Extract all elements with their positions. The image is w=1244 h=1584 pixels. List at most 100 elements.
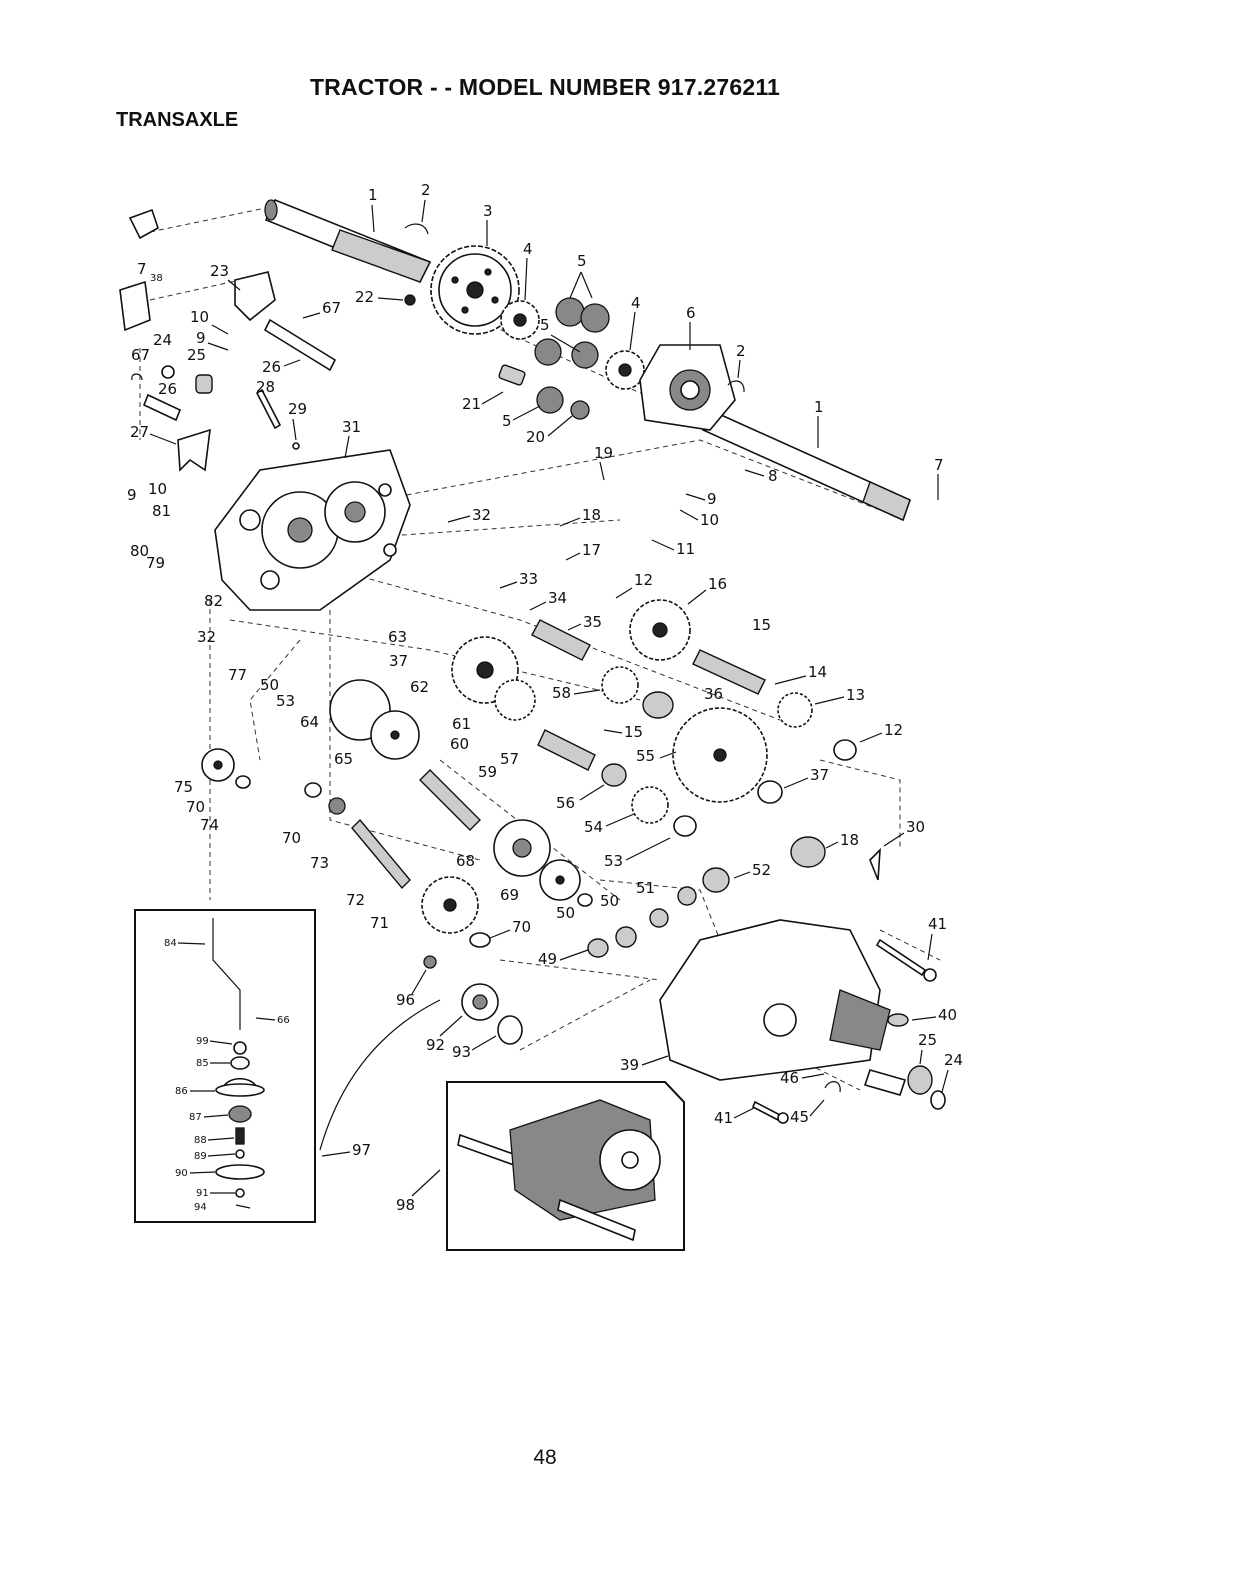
callout-92: 92	[426, 1036, 445, 1054]
callout-2: 2	[736, 342, 746, 360]
callout-96: 96	[396, 991, 415, 1009]
axle-shaft-right	[701, 408, 911, 522]
callout-53: 53	[276, 692, 295, 710]
callout-24: 24	[944, 1051, 963, 1069]
callout-82: 82	[204, 592, 223, 610]
callout-5: 5	[577, 252, 587, 270]
callout-9: 9	[196, 329, 206, 347]
callout-71: 71	[370, 914, 389, 932]
callout-7: 7	[137, 260, 147, 278]
inset-shift-lever-box	[134, 909, 316, 1223]
callout-11: 11	[676, 540, 695, 558]
callout-1: 1	[814, 398, 824, 416]
callout-46: 46	[780, 1069, 799, 1087]
callout-29: 29	[288, 400, 307, 418]
callout-37: 37	[389, 652, 408, 670]
callout-50: 50	[600, 892, 619, 910]
callout-53: 53	[604, 852, 623, 870]
callout-54: 54	[584, 818, 603, 836]
case-half-31	[214, 449, 411, 611]
callout-25: 25	[918, 1031, 937, 1049]
callout-55: 55	[636, 747, 655, 765]
callout-37: 37	[810, 766, 829, 784]
callout-60: 60	[450, 735, 469, 753]
callout-65: 65	[334, 750, 353, 768]
callout-49: 49	[538, 950, 557, 968]
callout-52: 52	[752, 861, 771, 879]
callout-77: 77	[228, 666, 247, 684]
callout-38: 38	[150, 273, 163, 284]
case-half-39	[659, 919, 946, 1110]
callout-18: 18	[840, 831, 859, 849]
callout-14: 14	[808, 663, 827, 681]
callout-13: 13	[846, 686, 865, 704]
inset-callout-99: 99	[196, 1036, 209, 1047]
callout-56: 56	[556, 794, 575, 812]
gear-4-lower	[605, 350, 645, 390]
callout-35: 35	[583, 613, 602, 631]
callout-40: 40	[938, 1006, 957, 1024]
inset-callout-87: 87	[189, 1112, 202, 1123]
callout-39: 39	[620, 1056, 639, 1074]
callout-64: 64	[300, 713, 319, 731]
callout-5: 5	[502, 412, 512, 430]
callout-97: 97	[352, 1141, 371, 1159]
callout-26: 26	[262, 358, 281, 376]
callout-50: 50	[260, 676, 279, 694]
callout-12: 12	[884, 721, 903, 739]
callout-15: 15	[624, 723, 643, 741]
callout-41: 41	[928, 915, 947, 933]
callout-20: 20	[526, 428, 545, 446]
callout-32: 32	[197, 628, 216, 646]
shaft-parts-middle	[201, 599, 857, 958]
inset-callout-91: 91	[196, 1188, 209, 1199]
callout-26: 26	[158, 380, 177, 398]
axle-shaft-upper	[264, 198, 432, 284]
callout-73: 73	[310, 854, 329, 872]
callout-93: 93	[452, 1043, 471, 1061]
callout-24: 24	[153, 331, 172, 349]
assembly-guide-lines	[139, 204, 941, 1091]
inset-callout-85: 85	[196, 1058, 209, 1069]
callout-5: 5	[540, 316, 550, 334]
callout-labels: 1 2 3 4 5 5 4 6 2 1 7 38 23 22 67 10 9 2…	[127, 181, 963, 1214]
callout-3: 3	[483, 202, 493, 220]
callout-58: 58	[552, 684, 571, 702]
callout-72: 72	[346, 891, 365, 909]
callout-51: 51	[636, 879, 655, 897]
callout-19: 19	[594, 444, 613, 462]
callout-33: 33	[519, 570, 538, 588]
inset-callout-66: 66	[277, 1015, 290, 1026]
shift-parts-left	[119, 208, 337, 472]
callout-62: 62	[410, 678, 429, 696]
hardware-lower	[319, 847, 937, 1151]
callout-9: 9	[127, 486, 137, 504]
callout-61: 61	[452, 715, 471, 733]
callout-30: 30	[906, 818, 925, 836]
callout-21: 21	[462, 395, 481, 413]
callout-81: 81	[152, 502, 171, 520]
callout-4: 4	[631, 294, 641, 312]
callout-10: 10	[148, 480, 167, 498]
callout-67: 67	[322, 299, 341, 317]
callout-15: 15	[752, 616, 771, 634]
inset-transaxle-assembly-box	[446, 1081, 685, 1251]
callout-45: 45	[790, 1108, 809, 1126]
callout-74: 74	[200, 816, 219, 834]
callout-32: 32	[472, 506, 491, 524]
callout-36: 36	[704, 685, 723, 703]
callout-69: 69	[500, 886, 519, 904]
page-title: TRACTOR - - MODEL NUMBER 917.276211	[309, 74, 781, 100]
callout-70: 70	[282, 829, 301, 847]
callout-34: 34	[548, 589, 567, 607]
callout-16: 16	[708, 575, 727, 593]
callout-4: 4	[523, 240, 533, 258]
callout-63: 63	[388, 628, 407, 646]
callout-80: 80	[130, 542, 149, 560]
page-number: 48	[533, 1446, 557, 1469]
inset-callout-90: 90	[175, 1168, 188, 1179]
section-title: TRANSAXLE	[116, 109, 239, 131]
callout-6: 6	[686, 304, 696, 322]
callout-22: 22	[355, 288, 374, 306]
